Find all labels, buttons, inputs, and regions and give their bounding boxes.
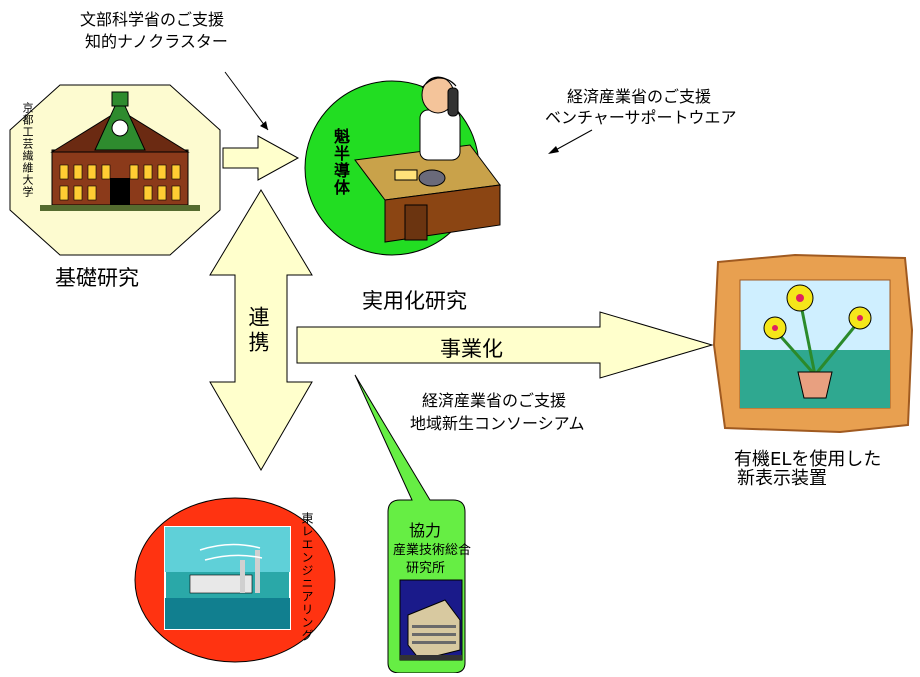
aist-building-icon bbox=[399, 579, 463, 661]
support-bottom-line2: 地域新生コンソーシアム bbox=[410, 414, 585, 433]
support-right-line2: ベンチャーサポートウエア bbox=[545, 108, 737, 127]
support-top-line1: 文部科学省のご支援 bbox=[80, 10, 225, 29]
university-building-icon bbox=[40, 91, 200, 211]
product-frame bbox=[712, 253, 914, 434]
phone-man-icon bbox=[354, 76, 501, 243]
arrow-university-to-company bbox=[222, 135, 300, 181]
commercialization-label: 事業化 bbox=[440, 337, 503, 361]
flower-icon bbox=[763, 284, 872, 399]
university-name: 京都工芸繊維大学 bbox=[21, 102, 34, 198]
cooperation-title: 協力 bbox=[409, 521, 442, 540]
cooperation-line1: 産業技術総合 bbox=[393, 543, 472, 558]
partner-name: 東レエンジニアリング bbox=[300, 512, 314, 642]
company-name: 魁半導体 bbox=[331, 128, 350, 196]
factory-icon bbox=[164, 526, 291, 630]
support-top-line2: 知的ナノクラスター bbox=[85, 32, 228, 51]
collaboration-label: 連携 bbox=[246, 306, 270, 356]
support-right-line1: 経済産業省のご支援 bbox=[567, 87, 712, 106]
pointer-right-support bbox=[551, 129, 593, 153]
collaboration-double-arrow bbox=[209, 189, 313, 471]
pointer-top-support bbox=[224, 71, 269, 131]
university-caption: 基礎研究 bbox=[55, 266, 139, 290]
product-line1: 有機ELを使用した bbox=[734, 449, 882, 470]
company-caption: 実用化研究 bbox=[362, 289, 467, 313]
cooperation-line2: 研究所 bbox=[406, 561, 446, 576]
commercialization-arrow bbox=[296, 311, 714, 379]
support-bottom-line1: 経済産業省のご支援 bbox=[422, 391, 567, 410]
product-line2: 新表示装置 bbox=[737, 468, 827, 489]
